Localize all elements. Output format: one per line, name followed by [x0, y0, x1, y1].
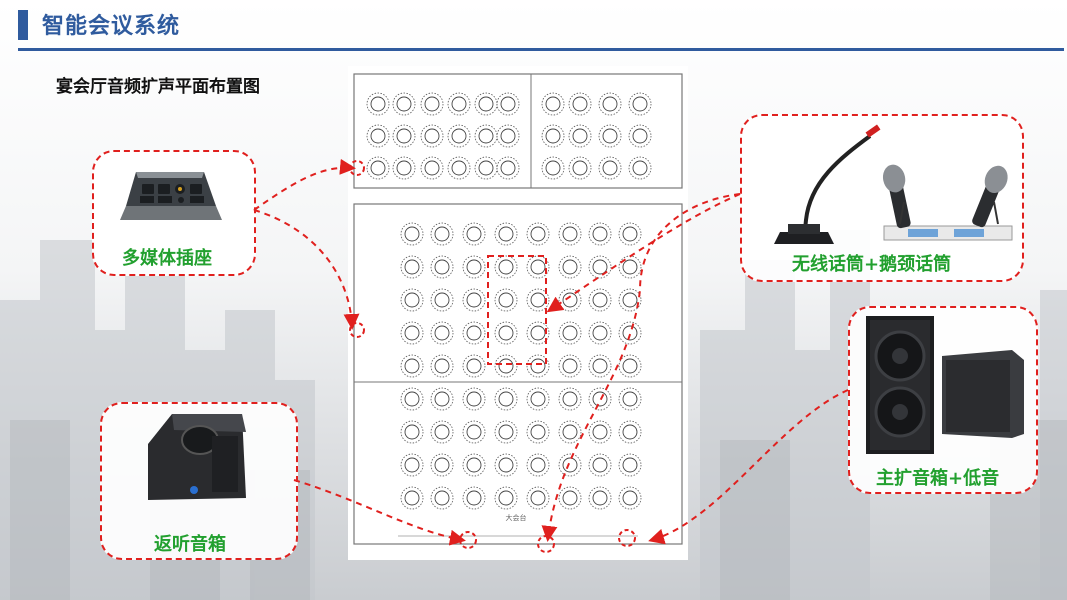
- banquet-table: [628, 92, 652, 116]
- monitor-speaker-icon: [148, 414, 246, 500]
- banquet-table: [462, 420, 486, 444]
- banquet-table: [400, 354, 424, 378]
- banquet-table: [462, 354, 486, 378]
- banquet-table: [400, 387, 424, 411]
- banquet-table: [400, 288, 424, 312]
- banquet-table: [420, 156, 444, 180]
- banquet-table: [494, 486, 518, 510]
- stage-label: 大会台: [506, 513, 527, 522]
- header-accent-bar: [18, 10, 28, 40]
- banquet-table: [447, 124, 471, 148]
- banquet-table: [462, 321, 486, 345]
- callout-multimedia-socket: 多媒体插座: [92, 150, 256, 276]
- banquet-table: [494, 222, 518, 246]
- banquet-table: [400, 255, 424, 279]
- banquet-table: [494, 255, 518, 279]
- banquet-table: [462, 222, 486, 246]
- banquet-table: [494, 321, 518, 345]
- banquet-table: [462, 255, 486, 279]
- banquet-table: [568, 156, 592, 180]
- banquet-table: [462, 387, 486, 411]
- banquet-table: [494, 387, 518, 411]
- callout-monitor-speaker: 返听音箱: [100, 402, 298, 560]
- banquet-table: [541, 156, 565, 180]
- banquet-table: [400, 222, 424, 246]
- banquet-table: [541, 124, 565, 148]
- banquet-table: [494, 354, 518, 378]
- banquet-table: [628, 156, 652, 180]
- header-divider: [18, 48, 1064, 51]
- banquet-table: [494, 420, 518, 444]
- banquet-table: [400, 453, 424, 477]
- banquet-table: [430, 354, 454, 378]
- banquet-table: [400, 321, 424, 345]
- banquet-table: [430, 222, 454, 246]
- banquet-table: [392, 156, 416, 180]
- banquet-table: [447, 92, 471, 116]
- hall-north: [353, 73, 683, 189]
- page-title: 智能会议系统: [42, 14, 181, 39]
- banquet-table: [366, 124, 390, 148]
- header: 智能会议系统: [0, 0, 1067, 52]
- banquet-table: [598, 124, 622, 148]
- banquet-table: [400, 420, 424, 444]
- banquet-table: [568, 92, 592, 116]
- banquet-table: [430, 321, 454, 345]
- banquet-table: [541, 92, 565, 116]
- banquet-table: [598, 156, 622, 180]
- banquet-table: [420, 92, 444, 116]
- banquet-table: [462, 453, 486, 477]
- callout-main-speakers: 主扩音箱+低音: [848, 306, 1038, 494]
- banquet-table: [598, 92, 622, 116]
- banquet-table: [420, 124, 444, 148]
- banquet-table: [430, 387, 454, 411]
- banquet-table: [568, 124, 592, 148]
- banquet-table: [430, 288, 454, 312]
- plan-subtitle: 宴会厅音频扩声平面布置图: [56, 77, 260, 97]
- microphone-icon: [774, 124, 1013, 244]
- banquet-table: [430, 255, 454, 279]
- speaker-icon: [866, 316, 1024, 454]
- banquet-table: [462, 288, 486, 312]
- floor-plan: 大会台: [348, 66, 688, 560]
- banquet-table: [392, 92, 416, 116]
- banquet-table: [494, 453, 518, 477]
- banquet-table: [494, 288, 518, 312]
- callout-label-main-speakers: 主扩音箱+低音: [876, 468, 1000, 489]
- banquet-table: [496, 92, 520, 116]
- callout-microphones: 无线话筒+鹅颈话筒: [740, 114, 1024, 282]
- banquet-table: [447, 156, 471, 180]
- banquet-table: [366, 156, 390, 180]
- banquet-table: [366, 92, 390, 116]
- microphone-zone-marker: [487, 255, 547, 365]
- multimedia-socket-icon: [120, 172, 222, 220]
- banquet-table: [496, 124, 520, 148]
- callout-label-microphones: 无线话筒+鹅颈话筒: [792, 254, 952, 275]
- banquet-table: [392, 124, 416, 148]
- banquet-table: [430, 453, 454, 477]
- callout-label-monitor: 返听音箱: [154, 534, 226, 555]
- banquet-table: [496, 156, 520, 180]
- banquet-table: [462, 486, 486, 510]
- callout-label-multimedia: 多媒体插座: [122, 248, 212, 269]
- banquet-table: [628, 124, 652, 148]
- banquet-table: [430, 420, 454, 444]
